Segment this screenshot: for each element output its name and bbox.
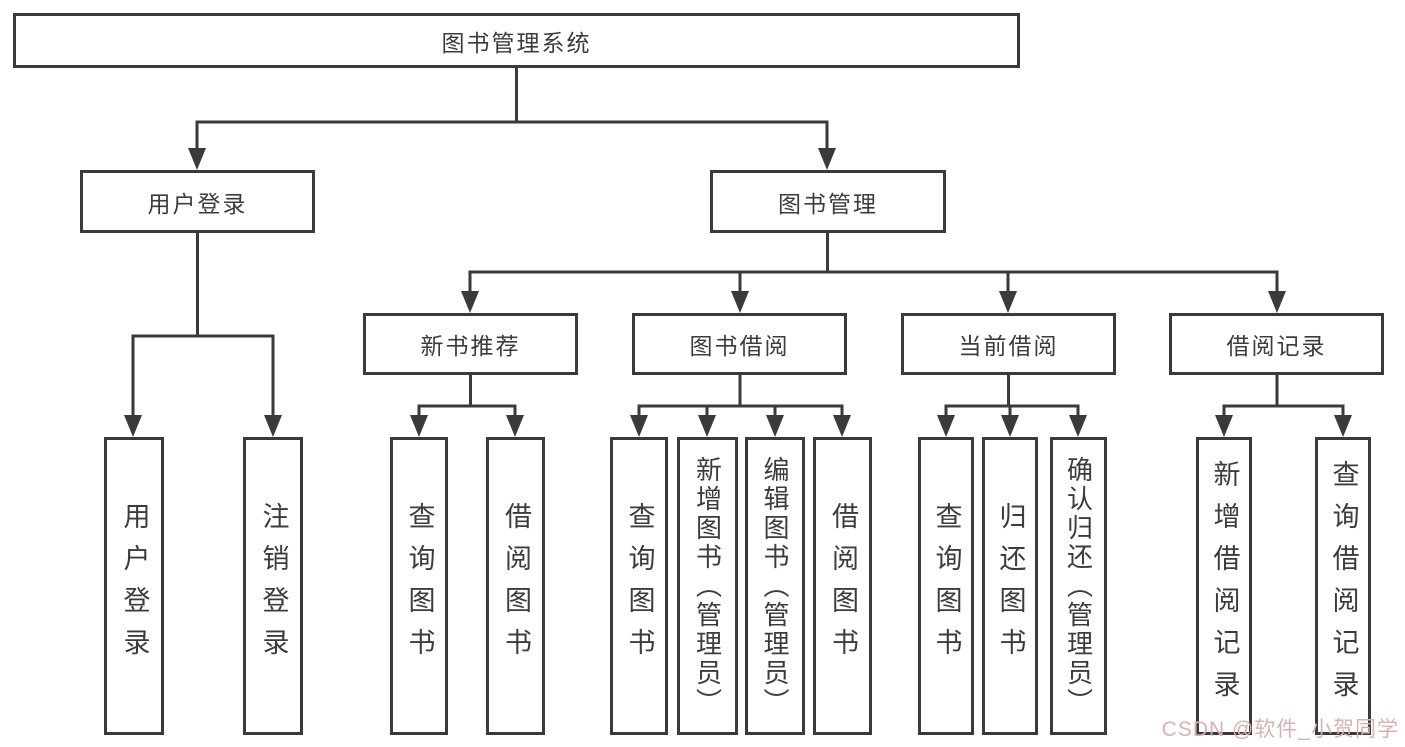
node-new-book-recommend: 新书推荐: [363, 313, 578, 375]
leaf-return-books: 归还图书: [982, 437, 1038, 735]
leaf-edit-books-admin: 编辑图书（管理员）: [745, 437, 805, 735]
leaf-query-borrow-record: 查询借阅记录: [1315, 437, 1371, 735]
node-book-borrow: 图书借阅: [632, 313, 847, 375]
node-book-management: 图书管理: [710, 170, 946, 233]
leaf-query-books-3: 查询图书: [918, 437, 974, 735]
leaf-add-borrow-record: 新增借阅记录: [1196, 437, 1252, 735]
leaf-user-login: 用户登录: [104, 437, 164, 735]
leaf-query-books-1: 查询图书: [390, 437, 448, 735]
leaf-logout: 注销登录: [243, 437, 303, 735]
leaf-query-books-2: 查询图书: [610, 437, 668, 735]
node-borrow-records: 借阅记录: [1169, 313, 1384, 375]
node-user-login: 用户登录: [80, 170, 315, 233]
connector-user-login-to-leaves: [124, 233, 282, 437]
node-root: 图书管理系统: [13, 13, 1020, 68]
connector-new-book-rec-to-leaves: [410, 375, 524, 437]
leaf-borrow-books-1: 借阅图书: [486, 437, 545, 735]
node-current-borrow: 当前借阅: [901, 313, 1116, 375]
connector-book-management-to-level3: [461, 233, 1286, 313]
leaf-confirm-return-admin: 确认归还（管理员）: [1050, 437, 1107, 735]
csdn-watermark: CSDN @软件_小贺同学: [1161, 718, 1399, 741]
connector-current-borrow-to-leaves: [937, 375, 1087, 437]
connector-root-to-level2: [188, 68, 836, 170]
connector-book-borrow-to-leaves: [630, 375, 851, 437]
leaf-borrow-books-2: 借阅图书: [813, 437, 872, 735]
leaf-add-books-admin: 新增图书（管理员）: [677, 437, 738, 735]
connector-borrow-records-to-leaves: [1215, 375, 1352, 437]
